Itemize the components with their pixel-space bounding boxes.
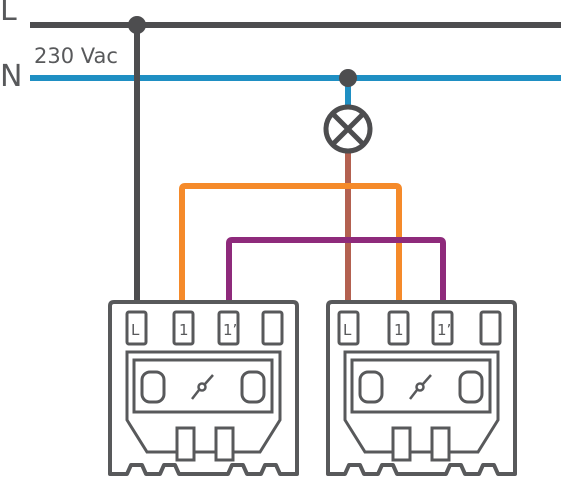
- terminal-1: 1: [387, 310, 410, 346]
- svg-text:1’: 1’: [437, 321, 451, 339]
- bottom-terminal-right: [214, 426, 235, 462]
- contact-left: [140, 370, 166, 404]
- contact-right: [458, 370, 484, 404]
- switch-symbol-icon: [409, 374, 432, 400]
- terminal-l: L: [125, 310, 148, 346]
- bottom-terminal-left: [175, 426, 196, 462]
- switch-symbol-icon: [191, 374, 214, 400]
- svg-text:1: 1: [179, 321, 189, 339]
- switch-1: L 1 1’: [108, 300, 299, 476]
- neutral-junction: [339, 69, 357, 87]
- terminal-l: L: [337, 310, 360, 346]
- terminal-blank: [479, 310, 502, 346]
- svg-text:L: L: [131, 321, 140, 339]
- live-junction: [128, 16, 146, 34]
- bottom-terminal-right: [430, 426, 451, 462]
- terminal-1: 1: [172, 310, 195, 346]
- lamp-cross-icon: [323, 104, 373, 154]
- svg-text:1’: 1’: [223, 321, 237, 339]
- bottom-terminal-left: [391, 426, 412, 462]
- switch-2: L 1 1’: [326, 300, 517, 476]
- terminal-1-prime: 1’: [431, 310, 454, 346]
- contact-left: [358, 370, 384, 404]
- live-label: L: [0, 0, 17, 28]
- neutral-label: N: [0, 59, 22, 94]
- svg-text:1: 1: [394, 321, 404, 339]
- svg-text:L: L: [343, 321, 352, 339]
- voltage-label: 230 Vac: [34, 44, 118, 68]
- traveller-1-wire: [179, 183, 402, 302]
- contact-right: [240, 370, 266, 404]
- terminal-blank: [261, 310, 284, 346]
- traveller-2-wire: [226, 237, 446, 302]
- terminal-1-prime: 1’: [217, 310, 240, 346]
